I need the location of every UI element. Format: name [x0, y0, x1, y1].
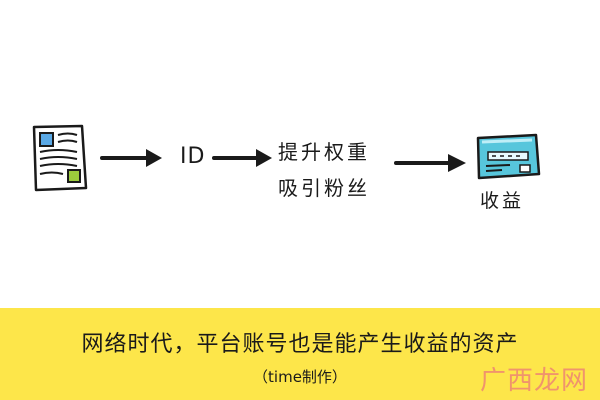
bank-card-icon: [476, 133, 541, 180]
step-income-label: 收益: [480, 190, 525, 212]
document-icon: [32, 124, 88, 192]
caption-title: 网络时代，平台账号也是能产生收益的资产: [81, 332, 519, 357]
right-arrow-icon: [394, 154, 466, 172]
caption-credit: （time制作）: [253, 368, 347, 386]
right-arrow-icon: [100, 149, 162, 167]
step-grow-line2: 吸引粉丝: [278, 176, 370, 200]
caption-banner: [0, 308, 600, 400]
step-id-label: ID: [180, 144, 206, 169]
step-grow-line1: 提升权重: [278, 140, 370, 164]
watermark-text: 广西龙网: [479, 366, 588, 396]
right-arrow-icon: [212, 149, 272, 167]
